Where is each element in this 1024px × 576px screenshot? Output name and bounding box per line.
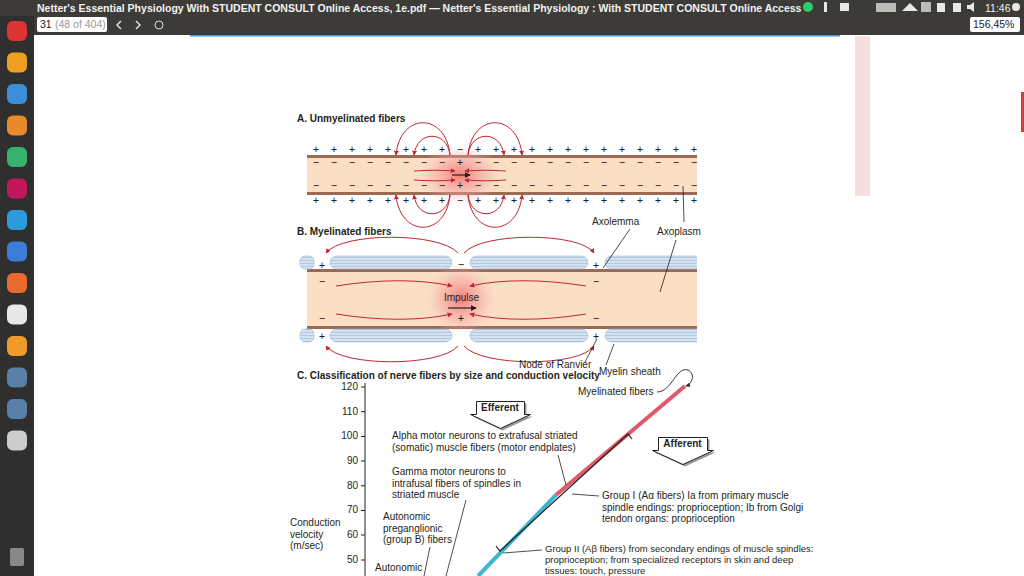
fiber-note: Group II (Aβ fibers) from secondary endi… xyxy=(545,543,820,576)
zoom-box xyxy=(970,17,1020,32)
launcher-icon xyxy=(7,210,27,230)
part-label: Node of Ranvier xyxy=(519,359,591,371)
part-label: Myelinated fibers xyxy=(578,386,654,398)
arrow-label: Efferent xyxy=(470,401,530,413)
window-title: Netter's Essential Physiology With STUDE… xyxy=(37,2,801,14)
charge-sign: − xyxy=(457,259,465,271)
axis-tick: 80 xyxy=(326,480,358,492)
charge-row: + + + + + + + + − + + + + + + + + + + + … xyxy=(313,144,697,156)
nav-icon xyxy=(155,21,163,29)
charge-sign: + xyxy=(457,313,465,325)
zoom-level: 156,45% xyxy=(973,18,1014,30)
page-top-rule xyxy=(190,35,840,37)
axis-tick: 60 xyxy=(326,529,358,541)
page-number: 31 xyxy=(40,18,52,30)
section-heading: C. Classification of nerve fibers by siz… xyxy=(297,370,600,382)
charge-sign: + xyxy=(318,260,326,272)
launcher-bar xyxy=(0,16,34,576)
direction-arrow-box: Afferent xyxy=(652,437,713,464)
launcher-icon xyxy=(7,147,27,167)
charge-row: + + + + + + + + − + + + + + + + + + + + … xyxy=(313,195,697,207)
charge-sign: − xyxy=(318,313,326,325)
myelinated-axon xyxy=(300,237,717,362)
unmyelinated-axon xyxy=(307,123,697,228)
axis-tick: 110 xyxy=(326,406,358,418)
fiber-note: Autonomic preganglionic (group B) fibers xyxy=(383,511,453,546)
arrow-outline xyxy=(471,402,531,429)
trash-icon xyxy=(10,548,24,566)
direction-arrow-box: Efferent xyxy=(470,401,530,428)
page-count: (48 of 404) xyxy=(55,18,106,30)
charge-sign: + xyxy=(318,331,326,343)
launcher-icon xyxy=(7,21,27,41)
fiber-note: Autonomic xyxy=(375,562,422,574)
axis-tick: 100 xyxy=(326,430,358,442)
charge-sign: − xyxy=(592,313,600,325)
launcher-icon xyxy=(7,399,27,419)
launcher-icon xyxy=(7,53,27,73)
fiber-note: Alpha motor neurons to extrafusal striat… xyxy=(392,430,607,453)
fiber-note: Group I (Aα fibers) Ia from primary musc… xyxy=(602,490,820,525)
charge-row: − − − − − − − − + − − − − − − − − − − − … xyxy=(313,157,697,169)
part-label: Myelin sheath xyxy=(599,366,661,378)
scroll-marker xyxy=(1021,92,1024,132)
launcher-icon xyxy=(7,273,27,293)
launcher-icon xyxy=(7,116,27,136)
charge-sign: − xyxy=(318,276,326,288)
arrow-outline xyxy=(653,438,714,465)
launcher-icon xyxy=(7,336,27,356)
launcher-icons xyxy=(7,21,27,566)
part-label: Axoplasm xyxy=(657,226,701,238)
charge-sign: − xyxy=(592,276,600,288)
axis-tick: 120 xyxy=(326,381,358,393)
axis-tick: 70 xyxy=(326,504,358,516)
launcher-icon xyxy=(7,242,27,262)
section-heading: A. Unmyelinated fibers xyxy=(297,113,405,125)
title-bar xyxy=(0,0,1024,35)
part-label: Axolemma xyxy=(592,216,639,228)
launcher-icon xyxy=(7,84,27,104)
axis-title: Conduction velocity (m/sec) xyxy=(290,517,348,552)
page-box xyxy=(37,17,107,32)
launcher-icon xyxy=(7,368,27,388)
leader-lines xyxy=(585,186,684,365)
arrow-label: Afferent xyxy=(652,437,713,449)
nav-arrows xyxy=(117,21,140,29)
section-heading: B. Myelinated fibers xyxy=(297,226,391,238)
fiber-note: Gamma motor neurons to intrafusal fibers… xyxy=(392,466,522,501)
launcher-icon xyxy=(7,179,27,199)
part-label: Impulse xyxy=(444,292,479,304)
launcher-icon xyxy=(7,431,27,451)
launcher-icon xyxy=(7,305,27,325)
axis-tick: 90 xyxy=(326,455,358,467)
charge-sign: + xyxy=(592,260,600,272)
charge-sign: + xyxy=(592,331,600,343)
clock: 11:46 xyxy=(985,2,1011,14)
scroll-strip xyxy=(855,36,870,196)
charge-row: − − − − − − − − + − − − − − − − − − − − … xyxy=(313,180,697,192)
axis-tick: 50 xyxy=(326,554,358,566)
